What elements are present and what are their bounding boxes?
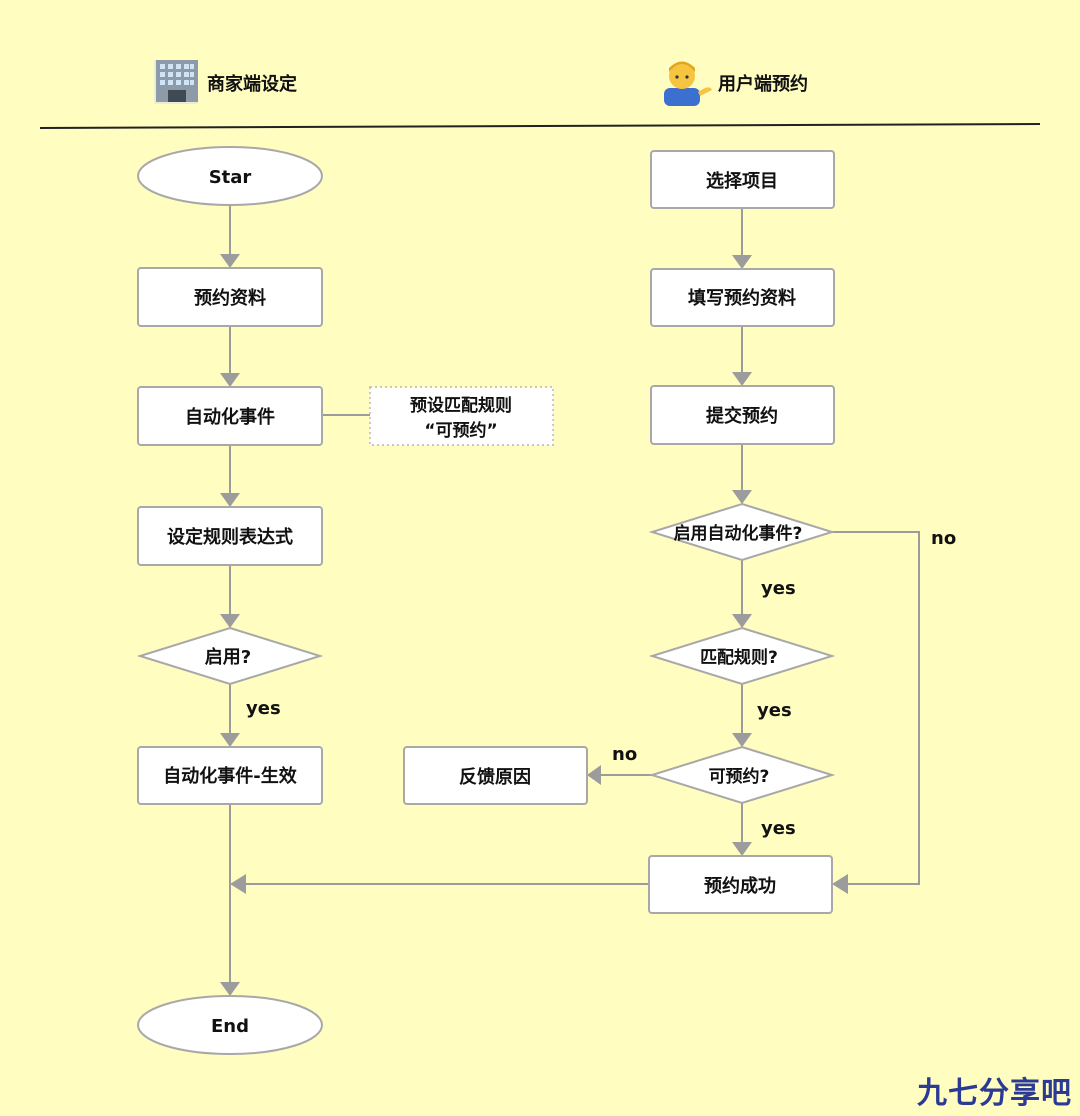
rule-note-line2: “可预约” xyxy=(424,420,497,441)
end-label: End xyxy=(211,1016,249,1037)
success-label: 预约成功 xyxy=(704,875,776,897)
user-edges xyxy=(230,208,920,894)
bookable-no-label: no xyxy=(612,744,637,765)
select-item-node xyxy=(650,150,835,209)
submit-label: 提交预约 xyxy=(706,405,778,427)
match-yes-label: yes xyxy=(757,700,792,721)
select-item-label: 选择项目 xyxy=(706,170,778,192)
feedback-label: 反馈原因 xyxy=(459,766,531,788)
edge-enable-no-success xyxy=(832,531,920,885)
person-tipping-hand-icon xyxy=(664,61,712,106)
rule-note xyxy=(369,386,554,446)
merchant-lane-title: 商家端设定 xyxy=(207,73,297,95)
enabled-decision-label: 启用? xyxy=(205,646,251,668)
event-effective-node xyxy=(137,746,323,805)
auto-event-label: 自动化事件 xyxy=(185,406,275,428)
enable-auto-no-label: no xyxy=(931,528,956,549)
merchant-edges xyxy=(220,206,370,996)
user-lane-title: 用户端预约 xyxy=(718,73,808,95)
lane-divider xyxy=(39,123,1041,129)
set-rule-node xyxy=(137,506,323,566)
match-rule-decision xyxy=(648,626,836,686)
enable-auto-yes-label: yes xyxy=(761,578,796,599)
fill-profile-label: 填写预约资料 xyxy=(688,287,796,309)
rule-note-line1: 预设匹配规则 xyxy=(410,395,512,416)
enabled-yes-label: yes xyxy=(246,698,281,719)
start-label: Star xyxy=(209,167,252,188)
start-node xyxy=(137,146,323,206)
submit-node xyxy=(650,385,835,445)
fill-profile-node xyxy=(650,268,835,327)
set-rule-label: 设定规则表达式 xyxy=(167,526,293,548)
merchant-lane-header: 商家端设定 xyxy=(154,60,297,104)
bookable-decision xyxy=(648,745,836,805)
success-node xyxy=(648,855,833,914)
profile-node xyxy=(137,267,323,327)
auto-event-node xyxy=(137,386,323,446)
end-node xyxy=(137,995,323,1055)
feedback-node xyxy=(403,746,588,805)
office-building-icon xyxy=(154,60,198,104)
enable-auto-label: 启用自动化事件? xyxy=(674,523,803,544)
profile-label: 预约资料 xyxy=(194,287,266,309)
watermark-logo: 九七分享吧 xyxy=(917,1076,1072,1111)
enable-auto-decision xyxy=(648,502,836,562)
bookable-yes-label: yes xyxy=(761,818,796,839)
event-effective-label: 自动化事件-生效 xyxy=(163,765,297,787)
user-lane-header: 用户端预约 xyxy=(664,61,808,106)
match-rule-label: 匹配规则? xyxy=(700,647,778,668)
bookable-label: 可预约? xyxy=(709,766,770,787)
enabled-decision xyxy=(136,626,324,686)
